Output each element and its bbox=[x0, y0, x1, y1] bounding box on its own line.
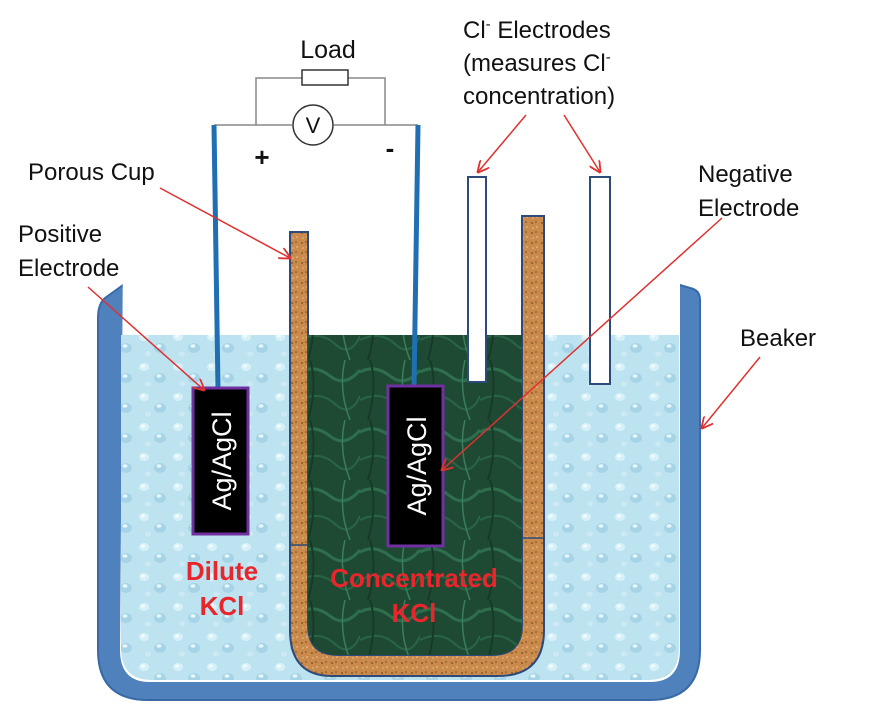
porous-cup-label: Porous Cup bbox=[28, 159, 155, 186]
load-label: Load bbox=[300, 36, 356, 64]
negative-electrode-body bbox=[386, 384, 445, 548]
positive-electrode-label-line2: Electrode bbox=[18, 255, 119, 282]
plus-sign: + bbox=[254, 142, 269, 172]
positive-electrode-label-line1: Positive bbox=[18, 221, 102, 248]
beaker-leader bbox=[702, 356, 761, 428]
negative-electrode-label-line2: Electrode bbox=[698, 195, 799, 222]
load-resistor bbox=[301, 69, 349, 86]
concentrated-label-line2: KCl bbox=[392, 598, 437, 628]
porous-cup-leader bbox=[159, 187, 290, 258]
cl-electrodes-label-line3: concentration) bbox=[463, 83, 615, 110]
cl-electrodes-label-line2: (measures Cl- bbox=[463, 49, 611, 77]
cl-electrode-right bbox=[589, 176, 611, 385]
dilute-label-line2: KCl bbox=[200, 591, 245, 621]
dilute-label-line1: Dilute bbox=[186, 556, 258, 586]
positive-electrode-leader bbox=[87, 286, 204, 390]
negative-wire bbox=[411, 124, 421, 389]
cl-electrode-left bbox=[467, 176, 487, 383]
voltmeter-label: V bbox=[306, 113, 321, 138]
cl-electrodes-label-line1: Cl- Electrodes bbox=[463, 16, 611, 44]
negative-electrode-label-line1: Negative bbox=[698, 161, 793, 188]
cl-leader-left bbox=[478, 114, 527, 172]
positive-electrode-body bbox=[191, 386, 250, 536]
leader-arrows bbox=[87, 114, 761, 470]
minus-sign: - bbox=[386, 133, 395, 163]
cl-leader-right bbox=[563, 114, 600, 172]
right-electrode-label: Ag/AgCl bbox=[402, 416, 432, 515]
concentrated-label-line1: Concentrated bbox=[330, 563, 498, 593]
positive-wire bbox=[211, 124, 221, 391]
circuit bbox=[214, 77, 418, 126]
voltmeter bbox=[292, 104, 334, 146]
negative-electrode-leader bbox=[442, 217, 723, 470]
left-electrode-label: Ag/AgCl bbox=[207, 411, 237, 510]
beaker-label: Beaker bbox=[740, 325, 816, 352]
